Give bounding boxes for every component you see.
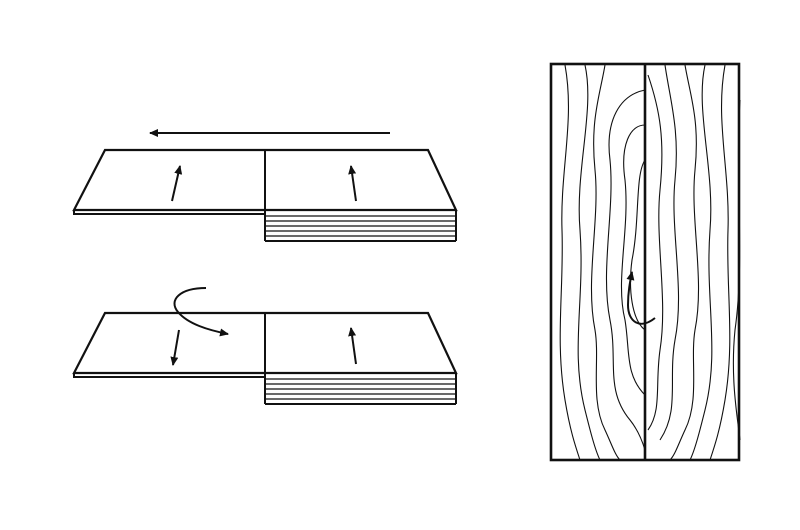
book-matched-panel (549, 62, 741, 462)
flip-arrow-icon (626, 271, 656, 325)
slip-leaf-thin-edge (73, 210, 265, 215)
veneer-stack-lines (264, 373, 457, 405)
slip-match-group (72, 129, 458, 242)
veneer-stack-lines (264, 210, 457, 242)
grain-direction-arrow-left (170, 329, 180, 366)
grain-direction-arrow-right (348, 165, 357, 202)
book-leaf-thin-edge (73, 373, 265, 378)
wood-grain-lines (559, 64, 741, 461)
grain-direction-arrow-right (348, 327, 357, 365)
book-match-group (72, 287, 458, 405)
grain-direction-arrow-left (171, 165, 183, 202)
flip-arrow-icon (173, 287, 229, 337)
